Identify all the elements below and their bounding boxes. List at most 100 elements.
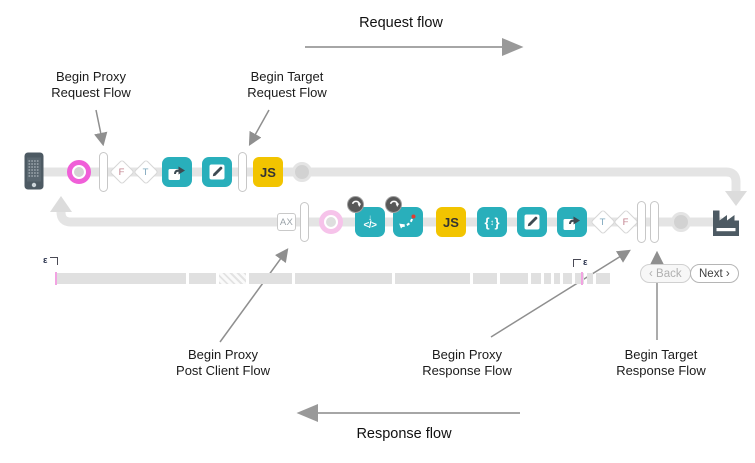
bracket-corner-icon bbox=[573, 259, 581, 267]
analytics-step[interactable]: AX bbox=[277, 213, 296, 231]
begin-proxy-request-pointer bbox=[94, 109, 108, 147]
begin-target-response-note: Begin Target Response Flow bbox=[596, 347, 726, 378]
timeline-segment-hatched[interactable] bbox=[219, 273, 246, 284]
timeline-tick bbox=[55, 272, 57, 285]
begin-proxy-post-client-pointer bbox=[219, 248, 289, 343]
request-flow-arrowhead bbox=[725, 191, 747, 206]
note-line: Begin Proxy bbox=[55, 69, 127, 84]
target-response-flow-marker[interactable] bbox=[650, 201, 659, 243]
client-device-step[interactable] bbox=[24, 152, 44, 190]
timeline-segment[interactable] bbox=[575, 273, 584, 284]
braces-policy-icon: { ↕ } bbox=[484, 215, 499, 230]
epsilon-marker-right: ε bbox=[573, 257, 588, 268]
javascript-policy-step[interactable]: JS bbox=[253, 157, 283, 187]
js-label: JS bbox=[443, 214, 459, 230]
begin-proxy-response-note: Begin Proxy Response Flow bbox=[402, 347, 532, 378]
callout-policy-step[interactable] bbox=[557, 207, 587, 237]
callout-policy-icon bbox=[563, 216, 580, 230]
timeline-scrubber[interactable] bbox=[0, 272, 755, 285]
brace-glyph: { bbox=[484, 214, 490, 230]
down-arrow-icon: ↓ bbox=[368, 213, 372, 222]
loop-badge bbox=[385, 196, 402, 213]
timeline-segment[interactable] bbox=[473, 273, 497, 284]
code-policy-icon: ↓ </> bbox=[363, 213, 377, 231]
condition-letter: T bbox=[143, 166, 149, 178]
response-received-step[interactable] bbox=[319, 210, 343, 234]
route-policy-step[interactable] bbox=[393, 207, 423, 237]
note-line: Begin Target bbox=[250, 69, 324, 84]
note-line: Response Flow bbox=[422, 362, 512, 378]
step-dot bbox=[326, 217, 336, 227]
request-flow-label: Request flow bbox=[359, 15, 443, 31]
post-client-flow-marker[interactable] bbox=[300, 202, 309, 242]
loop-badge bbox=[347, 196, 364, 213]
code-policy-step[interactable]: ↓ </> bbox=[355, 207, 385, 237]
condition-letter: F bbox=[119, 166, 125, 178]
timeline-segment[interactable] bbox=[57, 273, 186, 284]
javascript-policy-step[interactable]: JS bbox=[436, 207, 466, 237]
timeline-segment[interactable] bbox=[531, 273, 541, 284]
proxy-request-flow-marker[interactable] bbox=[99, 152, 108, 192]
begin-proxy-post-client-note: Begin Proxy Post Client Flow bbox=[158, 347, 288, 378]
condition-letter: F bbox=[623, 216, 629, 228]
back-button[interactable]: ‹ Back bbox=[640, 264, 691, 283]
analytics-label: AX bbox=[279, 216, 294, 228]
begin-target-request-pointer bbox=[248, 109, 270, 146]
response-sent-step[interactable] bbox=[671, 212, 691, 232]
note-line: Request Flow bbox=[51, 84, 131, 100]
condition-letter: T bbox=[600, 216, 606, 228]
target-backend-step[interactable] bbox=[710, 205, 742, 238]
response-flow-label: Response flow bbox=[356, 426, 452, 442]
timeline-segment[interactable] bbox=[544, 273, 551, 284]
repeat-icon bbox=[389, 200, 399, 207]
pencil-policy-icon bbox=[524, 214, 540, 230]
brace-glyph: } bbox=[494, 214, 500, 230]
timeline-segment[interactable] bbox=[500, 273, 528, 284]
timeline-segment[interactable] bbox=[295, 273, 392, 284]
callout-policy-icon bbox=[168, 166, 185, 180]
updown-arrow-icon: ↕ bbox=[490, 217, 494, 227]
callout-policy-step[interactable] bbox=[162, 157, 192, 187]
smartphone-icon bbox=[24, 152, 44, 190]
bracket-corner-icon bbox=[49, 257, 58, 265]
code-glyph: </> bbox=[363, 220, 377, 231]
timeline-tick bbox=[581, 272, 583, 285]
note-line: Begin Proxy bbox=[187, 347, 259, 362]
note-line: Response Flow bbox=[616, 362, 706, 378]
timeline-segment[interactable] bbox=[189, 273, 216, 284]
epsilon-glyph: ε bbox=[583, 257, 588, 268]
route-policy-icon bbox=[399, 214, 416, 229]
timeline-segment[interactable] bbox=[587, 273, 593, 284]
next-button[interactable]: Next › bbox=[690, 264, 739, 283]
timeline-segment[interactable] bbox=[249, 273, 292, 284]
timeline-segment[interactable] bbox=[563, 273, 572, 284]
note-line: Post Client Flow bbox=[176, 362, 270, 378]
assign-message-policy-step[interactable] bbox=[202, 157, 232, 187]
note-line: Request Flow bbox=[247, 84, 327, 100]
epsilon-glyph: ε bbox=[43, 255, 48, 266]
response-flow-line bbox=[56, 211, 722, 227]
timeline-segment[interactable] bbox=[596, 273, 610, 284]
pencil-policy-icon bbox=[209, 164, 225, 180]
factory-icon bbox=[713, 210, 739, 236]
proxy-response-flow-marker[interactable] bbox=[637, 201, 646, 243]
epsilon-marker-left: ε bbox=[43, 255, 58, 266]
note-line: Begin Proxy bbox=[431, 347, 503, 362]
request-sent-step[interactable] bbox=[292, 162, 312, 182]
note-line: Begin Target bbox=[624, 347, 698, 362]
js-label: JS bbox=[260, 164, 276, 180]
timeline-segment[interactable] bbox=[554, 273, 560, 284]
response-flow-arrowhead bbox=[50, 196, 72, 212]
begin-target-request-note: Begin Target Request Flow bbox=[222, 69, 352, 100]
step-dot bbox=[74, 167, 84, 177]
request-received-step[interactable] bbox=[67, 160, 91, 184]
extract-variables-policy-step[interactable]: { ↕ } bbox=[477, 207, 507, 237]
begin-proxy-response-pointer bbox=[490, 249, 631, 338]
repeat-icon bbox=[351, 200, 361, 207]
target-request-flow-marker[interactable] bbox=[238, 152, 247, 192]
timeline-segment[interactable] bbox=[395, 273, 470, 284]
assign-message-policy-step[interactable] bbox=[517, 207, 547, 237]
begin-proxy-request-note: Begin Proxy Request Flow bbox=[26, 69, 156, 100]
